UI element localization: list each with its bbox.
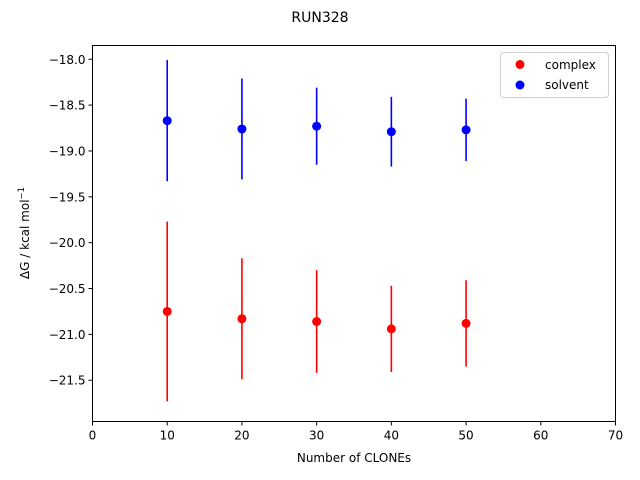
legend-label-solvent: solvent — [545, 78, 589, 92]
y-tick-label: −19.5 — [49, 190, 86, 204]
chart-title: RUN328 — [291, 10, 348, 26]
x-tick-label: 10 — [160, 429, 175, 443]
data-point-solvent — [461, 125, 471, 135]
x-tick-label: 70 — [608, 429, 623, 443]
x-tick-label: 0 — [89, 429, 97, 443]
legend-label-complex: complex — [545, 58, 596, 72]
x-tick-label: 20 — [234, 429, 249, 443]
y-tick-label: −18.0 — [49, 53, 86, 67]
y-axis-label-main: ΔG / kcal mol — [18, 199, 32, 279]
data-point-complex — [386, 324, 396, 334]
data-point-complex — [237, 314, 247, 324]
legend-marker-complex — [515, 60, 525, 69]
legend-marker-solvent — [515, 80, 525, 90]
data-point-solvent — [162, 116, 172, 126]
data-point-solvent — [386, 127, 396, 137]
y-tick-label: −18.5 — [49, 99, 86, 113]
x-tick-label: 30 — [309, 429, 324, 443]
y-axis-label: ΔG / kcal mol−1 — [17, 187, 32, 279]
y-axis: −18.0 −18.5 −19.0 −19.5 −20.0 −20.5 −21.0 −21.5 — [49, 53, 93, 388]
data-point-solvent — [237, 124, 247, 134]
y-tick-label: −20.0 — [49, 236, 86, 250]
y-axis-label-exponent: −1 — [17, 187, 27, 200]
data-point-complex — [162, 306, 172, 316]
plot-area — [162, 60, 471, 402]
data-point-complex — [461, 318, 471, 328]
legend: complex solvent — [500, 52, 609, 98]
axes-frame — [92, 45, 616, 422]
y-tick-label: −21.5 — [49, 374, 86, 388]
x-axis: 0 10 20 30 40 50 60 70 — [89, 421, 623, 443]
data-point-solvent — [312, 121, 322, 131]
y-tick-label: −19.0 — [49, 144, 86, 158]
x-tick-label: 50 — [458, 429, 473, 443]
x-tick-label: 40 — [384, 429, 399, 443]
x-axis-label: Number of CLONEs — [297, 451, 411, 465]
y-tick-label: −21.0 — [49, 328, 86, 342]
y-tick-label: −20.5 — [49, 282, 86, 296]
x-tick-label: 60 — [533, 429, 548, 443]
legend-box — [500, 52, 609, 98]
data-point-complex — [312, 317, 322, 327]
